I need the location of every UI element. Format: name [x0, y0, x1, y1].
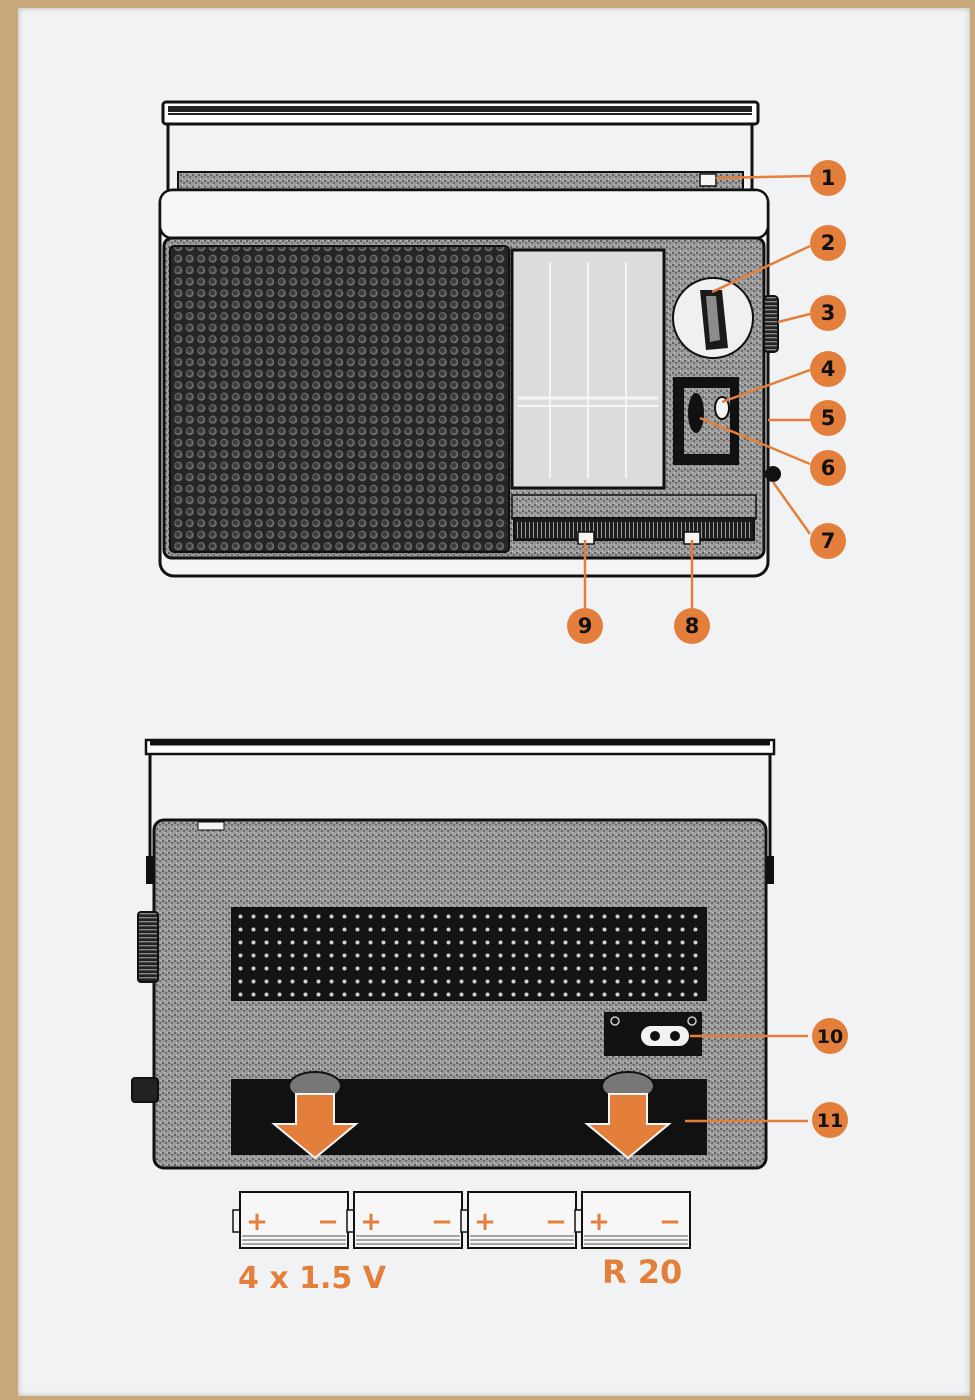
callout-circle [810, 160, 846, 196]
callout-circle [810, 351, 846, 387]
callout-circle [810, 450, 846, 486]
callout-circle [810, 400, 846, 436]
callout-circle [810, 523, 846, 559]
callout-number: 11 [817, 1110, 843, 1132]
callout-2: 2 [810, 225, 846, 261]
callout-6: 6 [810, 450, 846, 486]
battery-minus: − [545, 1207, 567, 1237]
battery-polarity-marks: + − + − + − + − [246, 1207, 681, 1237]
callout-5: 5 [810, 400, 846, 436]
battery-cell [346, 1191, 463, 1249]
callout-number: 10 [817, 1026, 843, 1048]
front-leader-lines [583, 174, 812, 608]
battery-down-arrows [271, 1093, 672, 1160]
callout-circle [812, 1102, 848, 1138]
radio-back-view [131, 738, 776, 1170]
callout-circle [567, 608, 603, 644]
callout-number: 2 [821, 231, 836, 255]
callout-number: 3 [821, 301, 836, 325]
callout-7: 7 [810, 523, 846, 559]
callout-circle [674, 608, 710, 644]
callout-circle [810, 295, 846, 331]
battery-plus: + [360, 1207, 382, 1237]
radio-front-view [158, 100, 781, 578]
callout-11: 11 [812, 1102, 848, 1138]
callout-1: 1 [810, 160, 846, 196]
callout-9: 9 [567, 608, 603, 644]
battery-minus: − [317, 1207, 339, 1237]
battery-minus: − [659, 1207, 681, 1237]
callout-number: 1 [821, 166, 836, 190]
battery-minus: − [431, 1207, 453, 1237]
callout-number: 7 [821, 529, 836, 553]
battery-type-label: R 20 [602, 1253, 682, 1291]
callout-circle [812, 1018, 848, 1054]
callout-number: 9 [578, 614, 593, 638]
callout-4: 4 [810, 351, 846, 387]
callout-badges: 1 2 3 4 5 6 7 9 8 10 11 [567, 160, 848, 1138]
back-leader-lines [685, 1034, 808, 1123]
callout-number: 8 [685, 614, 700, 638]
callout-number: 6 [821, 456, 836, 480]
callout-3: 3 [810, 295, 846, 331]
battery-cell [574, 1191, 691, 1249]
callout-10: 10 [812, 1018, 848, 1054]
battery-plus: + [246, 1207, 268, 1237]
battery-cell [232, 1191, 349, 1249]
callout-number: 4 [821, 357, 836, 381]
callout-number: 5 [821, 406, 836, 430]
battery-row [232, 1191, 691, 1249]
callout-8: 8 [674, 608, 710, 644]
callout-circle [810, 225, 846, 261]
battery-voltage-label: 4 x 1.5 V [238, 1261, 387, 1296]
battery-plus: + [474, 1207, 496, 1237]
battery-plus: + [588, 1207, 610, 1237]
battery-cell [460, 1191, 577, 1249]
